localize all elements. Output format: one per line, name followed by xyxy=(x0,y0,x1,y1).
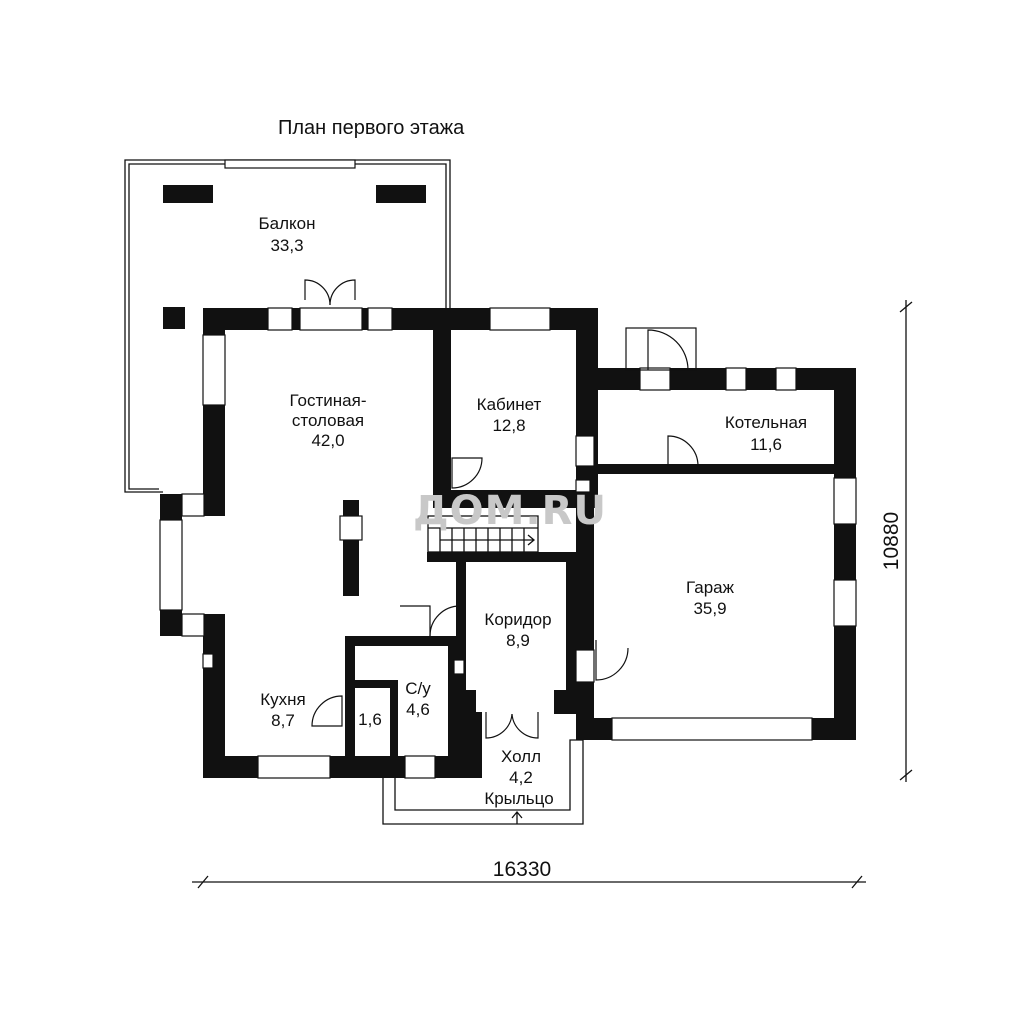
watermark: ДОМ.RU xyxy=(413,488,607,534)
doors xyxy=(304,279,699,739)
room-name: Кухня xyxy=(260,690,306,709)
windows xyxy=(159,307,857,779)
balcony-outline xyxy=(124,159,451,493)
room-area: 35,9 xyxy=(693,599,726,618)
room-corridor: Коридор 8,9 xyxy=(484,610,551,650)
stairs xyxy=(427,515,539,553)
room-area: 4,2 xyxy=(509,768,533,787)
height-dimension: 10880 xyxy=(880,300,913,782)
room-name: Котельная xyxy=(725,413,807,432)
room-name: Балкон xyxy=(258,214,315,233)
room-boiler: Котельная 11,6 xyxy=(725,413,807,454)
room-area: 8,9 xyxy=(506,631,530,650)
room-study: Кабинет 12,8 xyxy=(477,395,542,435)
room-name: Кабинет xyxy=(477,395,542,414)
room-area: 8,7 xyxy=(271,711,295,730)
room-balcony: Балкон 33,3 xyxy=(258,214,315,255)
width-value: 16330 xyxy=(493,858,551,881)
room-name: столовая xyxy=(292,411,364,430)
room-garage: Гараж 35,9 xyxy=(686,578,735,618)
room-bathroom: С/у 4,6 xyxy=(405,679,431,719)
room-name: Гостиная- xyxy=(289,391,366,410)
room-area: 42,0 xyxy=(311,431,344,450)
room-name: Холл xyxy=(501,747,541,766)
height-value: 10880 xyxy=(880,512,903,570)
porch-label: Крыльцо xyxy=(484,789,553,808)
room-kitchen: Кухня 8,7 xyxy=(260,690,306,730)
room-area: 11,6 xyxy=(750,435,782,454)
room-hall: Холл 4,2 Крыльцо xyxy=(484,747,553,808)
porch-outline xyxy=(382,739,584,825)
room-living-dining: Гостиная- столовая 42,0 xyxy=(289,391,366,450)
room-name: Коридор xyxy=(484,610,551,629)
room-name: С/у xyxy=(405,679,431,698)
plan-title: План первого этажа xyxy=(278,117,465,139)
room-area: 1,6 xyxy=(358,710,382,729)
room-name: Гараж xyxy=(686,578,735,597)
width-dimension: 16330 xyxy=(192,858,866,889)
room-area: 12,8 xyxy=(492,416,525,435)
room-pantry: 1,6 xyxy=(358,710,382,729)
room-area: 33,3 xyxy=(270,236,303,255)
room-area: 4,6 xyxy=(406,700,430,719)
